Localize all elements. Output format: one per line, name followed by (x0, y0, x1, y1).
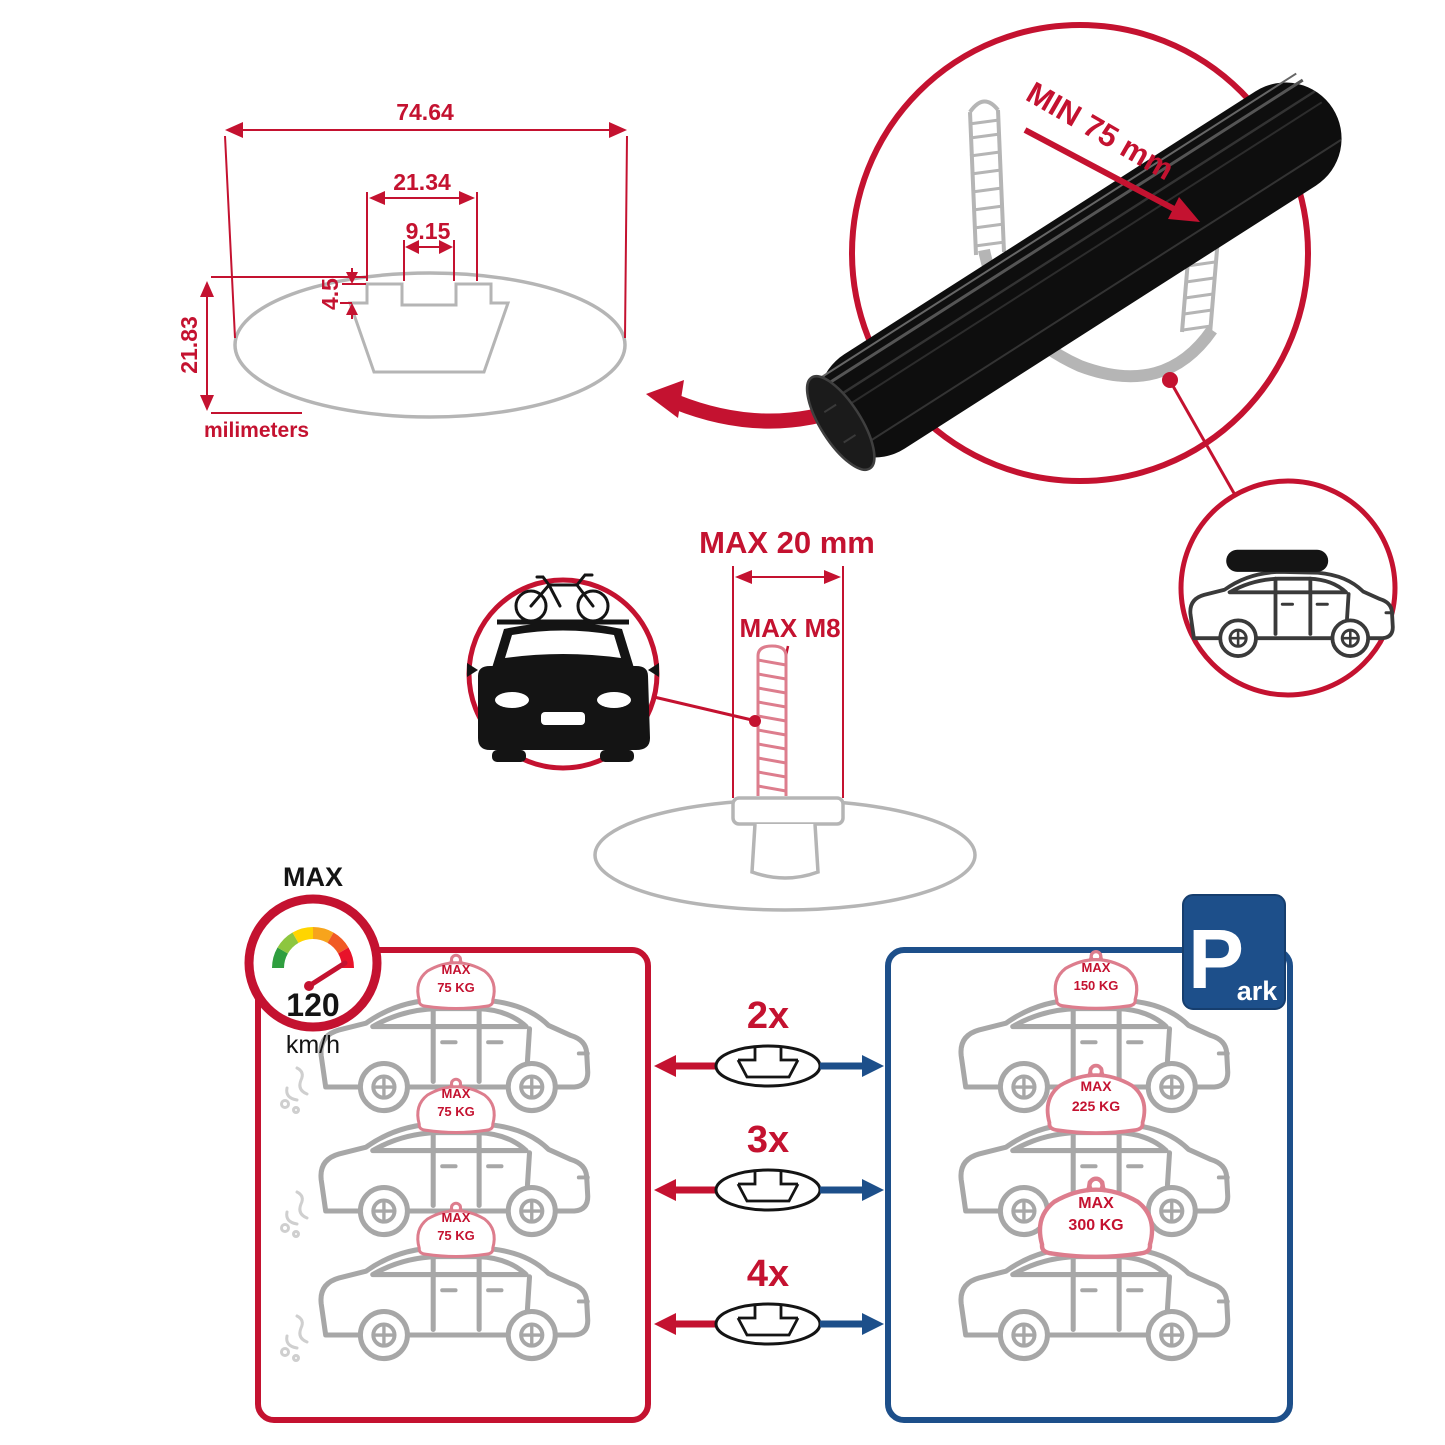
arrow-left-icon (654, 1179, 676, 1201)
dim-total-height-label: 21.83 (176, 316, 202, 374)
load-weight: 150 KG (1074, 978, 1119, 993)
max-bolt-width-label: MAX 20 mm (699, 525, 875, 560)
load-weight: 75 KG (437, 980, 475, 995)
load-weight: 225 KG (1072, 1098, 1120, 1114)
load-label: MAX (1080, 1078, 1112, 1094)
badge-dot (749, 715, 761, 727)
units-label: milimeters (204, 419, 309, 442)
load-label: MAX (442, 1086, 471, 1101)
arrow-left-icon (654, 1313, 676, 1335)
multiplier-label: 2x (747, 995, 789, 1037)
speed-value: 120 (286, 987, 339, 1023)
dim-total-width-label: 74.64 (396, 99, 454, 125)
t-slot-nut-icon (731, 796, 845, 880)
park-letter: P (1188, 912, 1244, 1006)
dim-total-width (224, 122, 628, 339)
dim-total-height (200, 276, 368, 414)
arrow-right-icon (862, 1313, 884, 1335)
load-weight: 75 KG (437, 1104, 475, 1119)
zoom-circle (849, 22, 1311, 484)
dim-channel-inner (403, 240, 455, 281)
arrow-right-icon (862, 1055, 884, 1077)
load-label: MAX (442, 1210, 471, 1225)
u-bolt-clamp-icon (968, 99, 1220, 383)
bolt-icon (756, 644, 788, 796)
multiplier-label: 3x (747, 1119, 789, 1161)
dim-step (340, 268, 366, 319)
multiplier-label: 4x (747, 1253, 789, 1295)
arrow-right-icon (862, 1179, 884, 1201)
min-grip-arrow-icon (1023, 127, 1200, 222)
bar-profile-icon (714, 1168, 822, 1212)
suv-roofbox-icon (1188, 549, 1395, 658)
dim-step-label: 4.5 (317, 278, 343, 310)
speed-max-label: MAX (283, 862, 343, 892)
bike-car-badge (466, 573, 660, 771)
parking-sign: P ark (1182, 894, 1286, 1010)
multiplier-rows: 2x 3x 4x (654, 995, 884, 1346)
dim-channel-outer-label: 21.34 (393, 169, 451, 195)
car-front-icon (467, 619, 659, 762)
badge-leader-line (653, 695, 753, 722)
load-label: MAX (1078, 1195, 1114, 1212)
load-weight: 75 KG (437, 1228, 475, 1243)
crossbar-render: MIN 75 mm (805, 22, 1398, 698)
t-slot-profile (347, 282, 511, 374)
clamp-point-dot (1162, 372, 1178, 388)
arrow-left-icon (654, 1055, 676, 1077)
roofbox-car-badge (1178, 478, 1398, 698)
dim-channel-outer (366, 191, 478, 281)
load-label: MAX (442, 962, 471, 977)
bolt-spec-diagram: MAX 20 mm MAX M8 (466, 525, 977, 912)
bar-profile-icon (714, 1044, 822, 1088)
crossbar-tube-icon (805, 72, 1342, 472)
speed-limit-badge: MAX 120 km/h (244, 862, 382, 1059)
max-thread-label: MAX M8 (739, 613, 840, 643)
bar-profile-icon (714, 1302, 822, 1346)
speed-unit: km/h (286, 1031, 340, 1059)
dim-channel-inner-label: 9.15 (406, 218, 451, 244)
bar-profile-ellipse (233, 271, 627, 419)
single-bar-sacks: MAX 75 KG MAX 75 KG MAX 75 KG (416, 953, 496, 1258)
load-label: MAX (1082, 960, 1111, 975)
load-weight: 300 KG (1068, 1217, 1123, 1234)
leader-line (1171, 385, 1237, 496)
multi-bar-sacks: MAX 150 KG MAX 225 KG MAX 300 KG (1040, 949, 1152, 1257)
crossbar-cross-section-diagram: 74.64 21.34 9.15 4.5 (176, 99, 858, 442)
speedometer-icon (272, 927, 354, 991)
dim-bolt-width (732, 566, 844, 798)
park-suffix: ark (1237, 976, 1279, 1006)
